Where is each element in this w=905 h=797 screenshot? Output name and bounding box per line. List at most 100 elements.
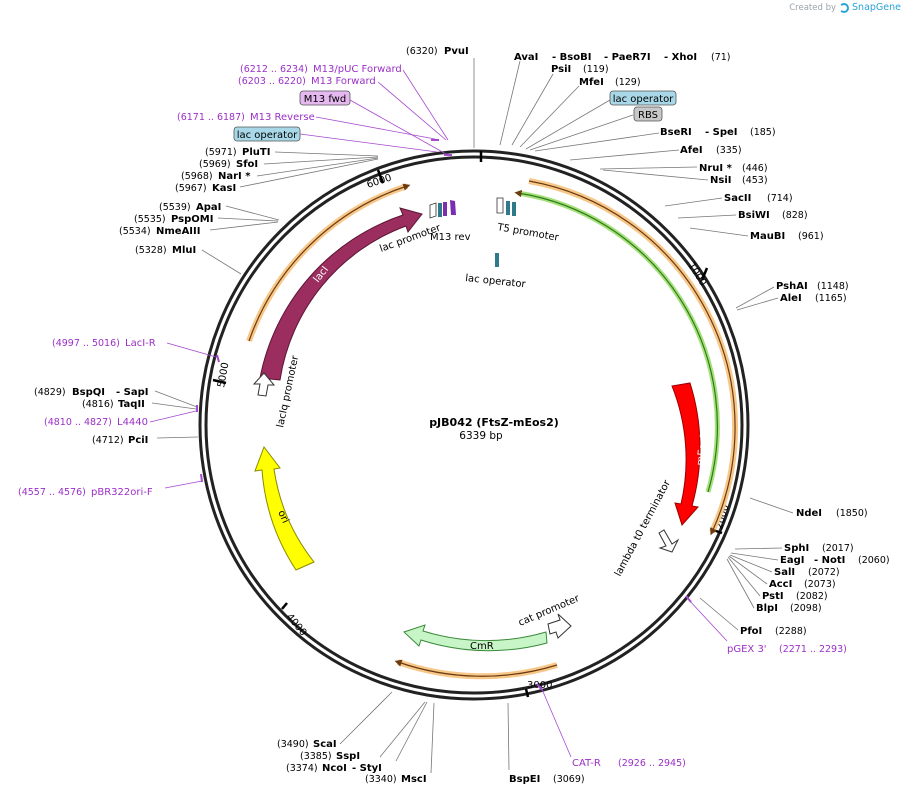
rbs-box <box>633 106 663 122</box>
site-nsii: NsiI <box>710 175 731 186</box>
site-beseri: BseRI <box>660 127 692 138</box>
primer-catr: CAT-R <box>572 758 601 769</box>
cmr-feature <box>403 624 548 652</box>
site-nari-pos: (5968) <box>181 171 213 182</box>
leader-psti <box>727 556 761 597</box>
site-scai: ScaI <box>313 739 337 750</box>
site-bsiwi-pos: (828) <box>782 210 808 221</box>
lac-operator-box-left-label: lac operator <box>237 130 298 141</box>
primer-marks <box>196 139 692 691</box>
leader-taqii <box>151 402 197 410</box>
site-sspi-pos: (3385) <box>300 751 332 762</box>
primer-catr-pos: (2926 .. 2945) <box>618 758 686 769</box>
site-pvui-pos: (6320) <box>406 46 438 57</box>
site-sphi: SphI <box>784 543 809 554</box>
site-sfoi: SfoI <box>236 159 258 170</box>
top-small-features <box>429 197 516 267</box>
leader-sspi <box>379 701 426 758</box>
leader-lines <box>151 58 794 774</box>
site-alei-pos: (1165) <box>815 293 847 304</box>
tick-label-6000: 6000 <box>366 173 394 191</box>
site-blpi: BlpI <box>756 603 778 614</box>
site-pfoi-pos: (2288) <box>775 626 807 637</box>
site-scai-pos: (3490) <box>277 739 309 750</box>
site-nrui: NruI * <box>699 163 733 174</box>
bottom-orange-arc-line <box>394 659 558 677</box>
watermark-prefix: Created by <box>789 2 837 13</box>
leader-bspqi <box>154 390 198 408</box>
site-pshai: PshAI <box>776 281 808 292</box>
primer-leader-lines <box>149 69 728 758</box>
leader-maubi <box>689 227 749 237</box>
site-bspqi: BspQI <box>72 387 105 398</box>
rbs-box-label: RBS <box>638 110 658 121</box>
primer-pbr: pBR322ori-F <box>91 487 153 498</box>
primer-pgex-pos: (2271 .. 2293) <box>779 644 847 655</box>
leader-bspei <box>507 702 510 771</box>
leader-nrui <box>599 166 698 170</box>
tick-3000 <box>524 688 530 698</box>
m13-fwd-box-label: M13 fwd <box>304 94 346 105</box>
leader-m13puc <box>402 69 449 141</box>
site-maubi-pos: (961) <box>798 231 824 242</box>
primer-m13fwdp-pos: (6203 .. 6220) <box>238 76 306 87</box>
leader-sfoi <box>263 156 379 165</box>
plasmid-length: 6339 bp <box>459 430 503 442</box>
site-psti: PstI <box>762 591 784 602</box>
leader-msci <box>430 702 435 774</box>
site-mfei-pos: (129) <box>615 77 641 88</box>
primer-m13revp: M13 Reverse <box>250 112 315 123</box>
boxed-labels: M13 fwd lac operator lac operator RBS <box>233 90 677 142</box>
leader-sali <box>729 554 773 573</box>
site-sfoi-pos: (5969) <box>199 159 231 170</box>
lac-operator-box-right-label: lac operator <box>613 94 674 105</box>
site-msci: MscI <box>401 774 427 785</box>
primer-mark-pgex <box>685 595 692 603</box>
leader-blpi <box>726 558 755 609</box>
tick-label-5000: 5000 <box>216 362 231 389</box>
site-apai: ApaI <box>196 202 221 213</box>
leader-pfoi <box>699 597 739 631</box>
site-xhoi: - XhoI <box>664 52 697 63</box>
site-sspi: SspI <box>336 751 360 762</box>
leader-lacop <box>525 99 611 150</box>
lac-operator-mark-inner <box>495 253 499 267</box>
primer-l4440-pos: (4810 .. 4827) <box>44 417 112 428</box>
leader-ndei <box>749 497 794 514</box>
leader-kasi <box>239 158 379 188</box>
m13-fwd-mark <box>450 200 456 215</box>
backbone-outer-ring <box>198 149 750 701</box>
leader-afei <box>569 149 680 161</box>
primer-mark-catr <box>536 683 543 691</box>
leader-psii <box>511 73 554 146</box>
site-afei: AfeI <box>680 145 703 156</box>
site-psii-pos: (119) <box>583 64 609 75</box>
leader-avai <box>499 60 521 146</box>
leader-pshai <box>735 286 775 309</box>
primer-pgex: pGEX 3' <box>727 644 767 655</box>
site-nrui-pos: (446) <box>742 163 768 174</box>
site-maubi: MauBI <box>750 231 785 242</box>
site-bsiwi: BsiWI <box>738 210 770 221</box>
site-mlui: MluI <box>172 245 196 256</box>
right-orange-arc-line <box>528 180 736 536</box>
right-orange-arc <box>528 178 739 534</box>
snapgene-watermark: Created by SnapGene <box>789 2 901 13</box>
leader-pcii <box>156 436 199 439</box>
site-psti-pos: (2082) <box>796 591 828 602</box>
site-pfoi: PfoI <box>740 626 762 637</box>
site-sphi-pos: (2017) <box>822 543 854 554</box>
leader-pluti <box>274 151 379 157</box>
leader-nmeaiii <box>209 221 279 231</box>
backbone-inner-ring <box>204 155 744 695</box>
site-msci-pos: (3340) <box>365 774 397 785</box>
site-eagi: EagI <box>780 555 804 566</box>
site-styi: - StyI <box>352 763 382 774</box>
site-taqii-pos: (4816) <box>82 399 114 410</box>
leader-m13fwdbox <box>349 99 447 155</box>
leader-nsii <box>602 169 709 181</box>
leader-acci <box>728 555 768 585</box>
ori-feature <box>254 445 315 571</box>
leader-l4440 <box>149 410 197 423</box>
site-labels: (6320) PvuI AvaI - BsoBI - PaeR7I - XhoI… <box>34 46 890 785</box>
